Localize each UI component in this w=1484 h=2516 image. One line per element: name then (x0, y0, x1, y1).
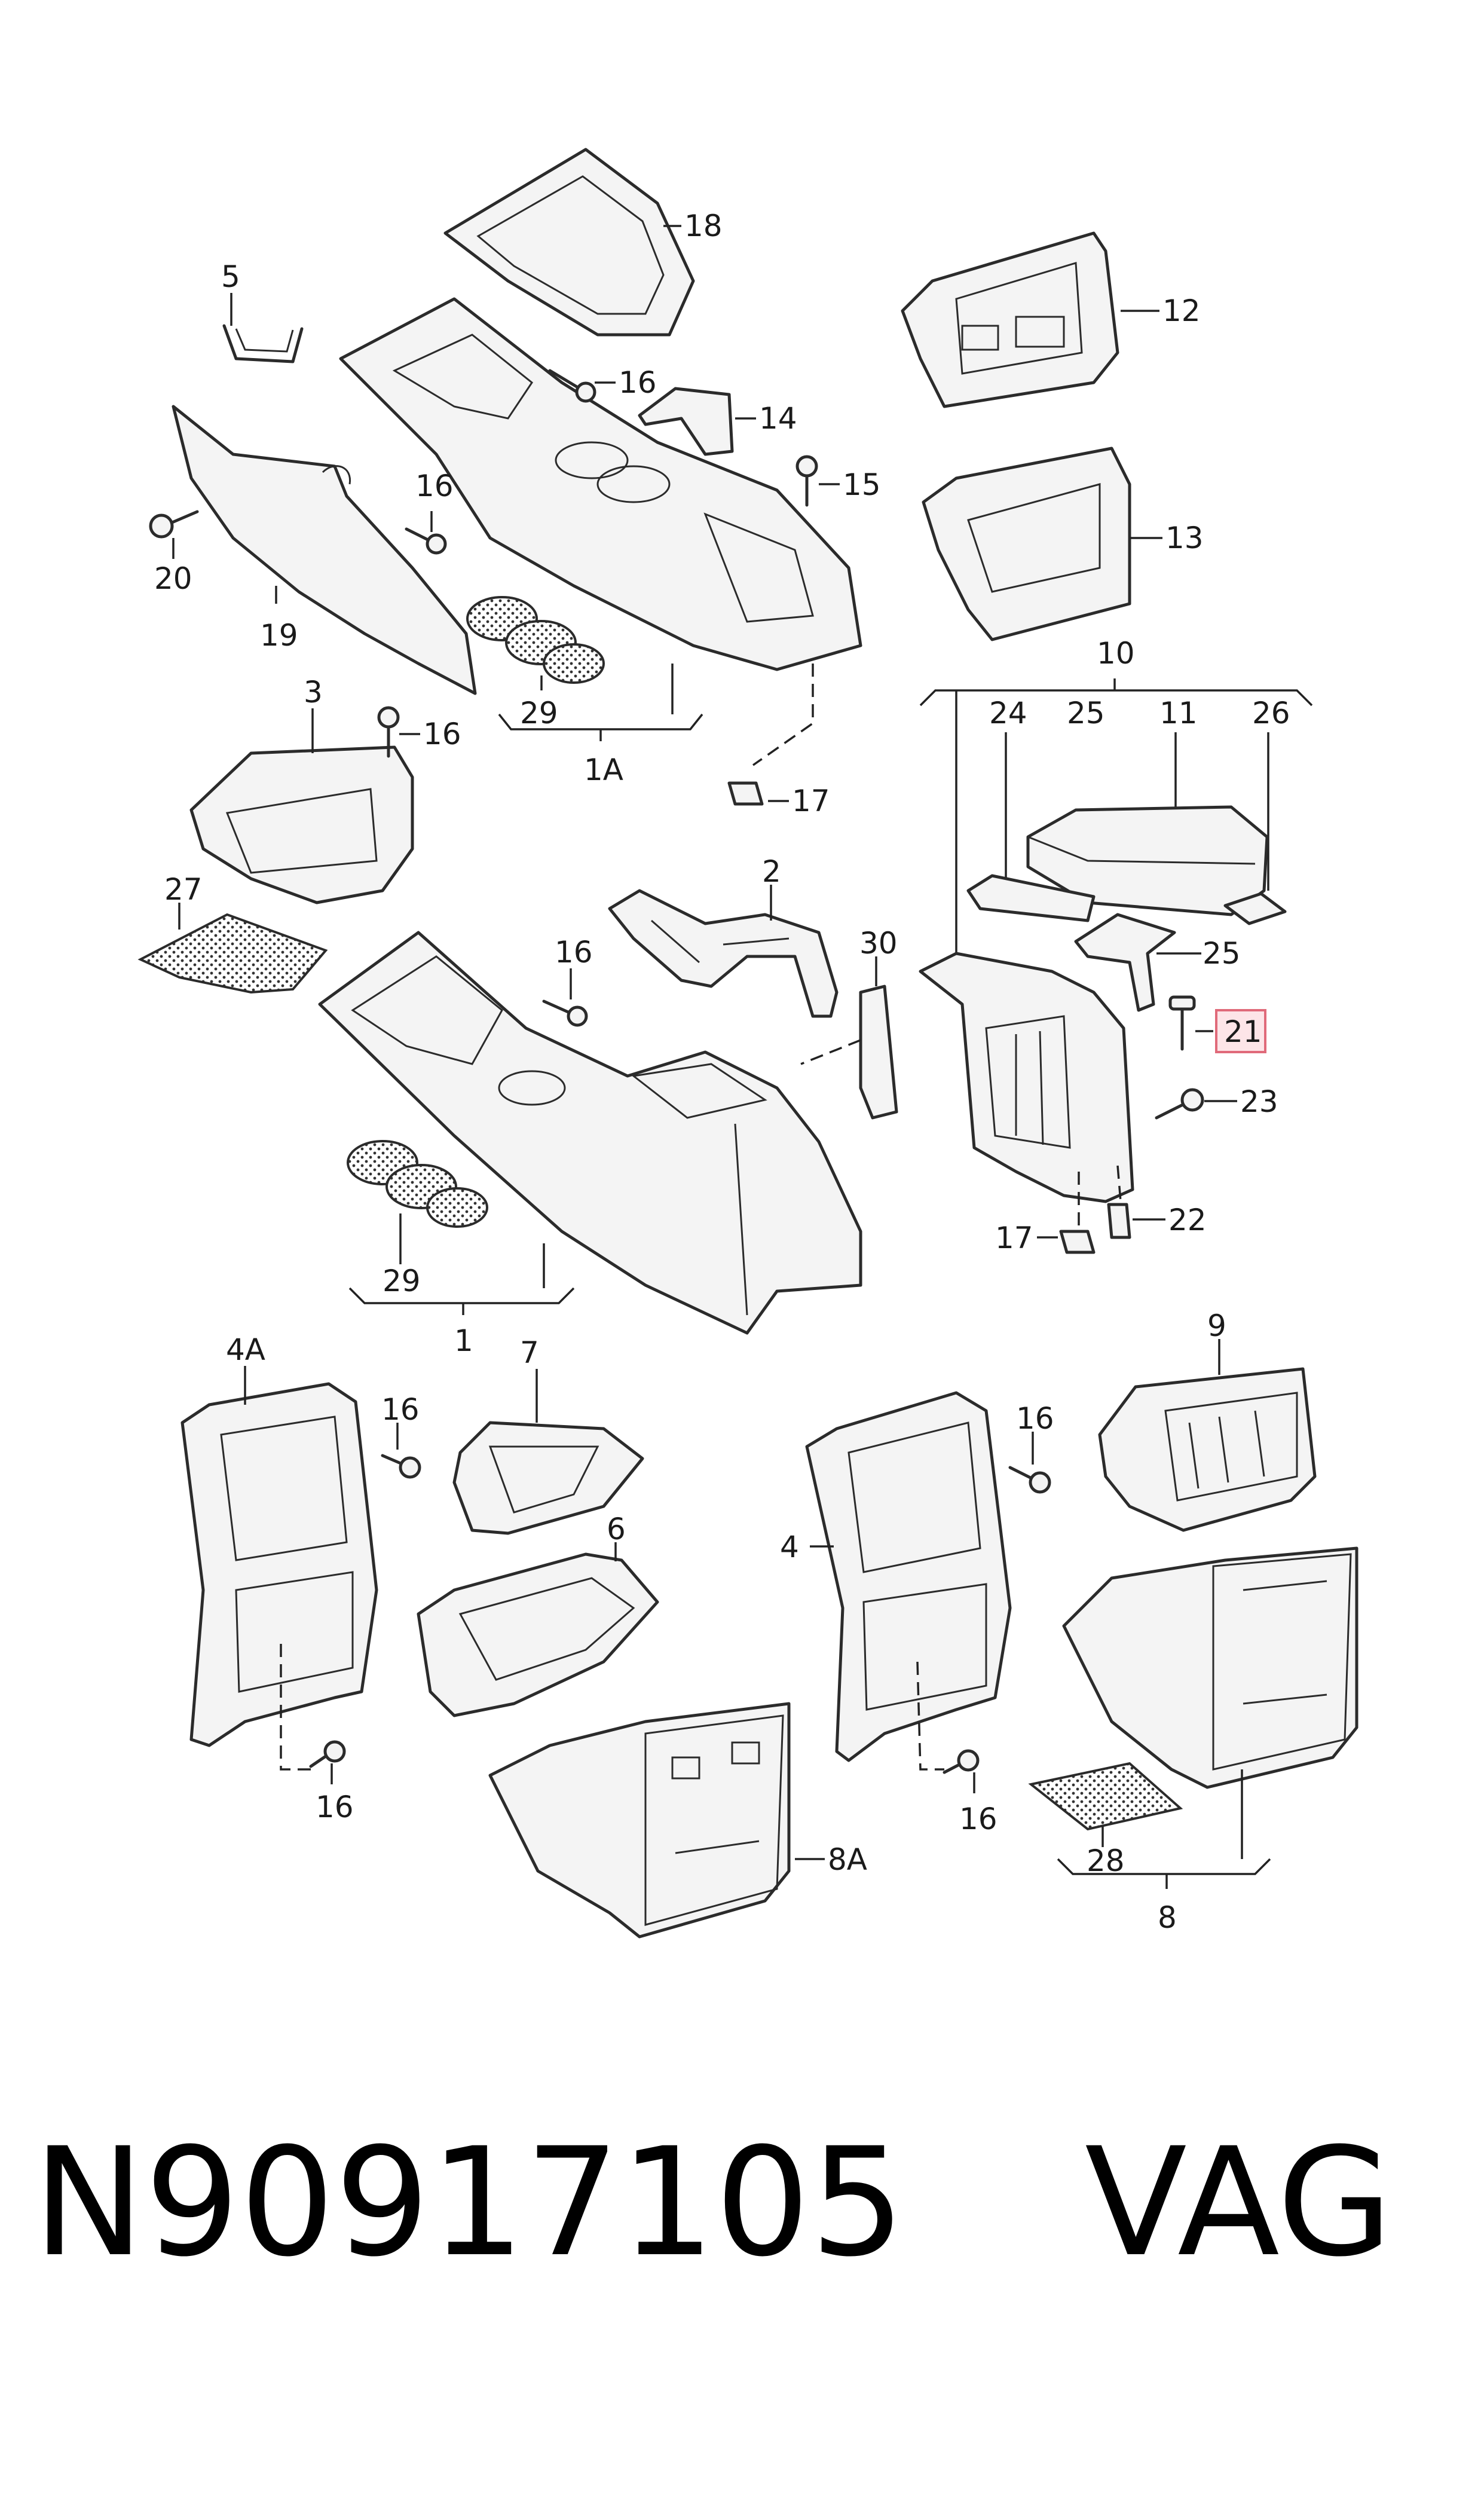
part-7-small-tray (452, 1421, 644, 1535)
part-30-clip-bar (859, 985, 898, 1120)
part-8-drawer (1062, 1546, 1358, 1789)
callout-9: 9 (1207, 1309, 1226, 1343)
callout-29-upper: 29 (520, 696, 558, 730)
callout-26: 26 (1252, 696, 1290, 730)
callout-16-4-bottom: 16 (959, 1802, 998, 1836)
part-29-mats-lower (347, 1140, 488, 1228)
callout-4: 4 (780, 1530, 799, 1564)
part-number-label: N90917105 (33, 2115, 905, 2289)
callout-16-4A-bottom: 16 (316, 1790, 354, 1824)
callout-6: 6 (607, 1512, 626, 1546)
callout-19: 19 (260, 618, 298, 653)
part-4A-rear-frame (180, 1382, 378, 1747)
callout-8A: 8A (828, 1842, 867, 1877)
armrest-mechanism (919, 952, 1134, 1203)
callout-16-storage: 16 (423, 717, 461, 751)
callout-30: 30 (859, 926, 898, 961)
screw-16-storage-icon (377, 706, 400, 758)
callout-16-upper: 16 (619, 365, 657, 400)
callout-17-mid: 17 (995, 1221, 1033, 1255)
callout-17-upper: 17 (792, 784, 830, 818)
part-1-lower-console (318, 931, 862, 1335)
callout-8: 8 (1158, 1900, 1177, 1935)
callout-1: 1 (454, 1323, 473, 1358)
part-11-armrest-lid (1026, 805, 1269, 916)
part-18-trim-cover (443, 148, 695, 337)
part-9-rear-vent (1098, 1367, 1317, 1532)
callout-22: 22 (1168, 1203, 1207, 1237)
part-4-rear-frame (805, 1391, 1012, 1762)
screw-20-icon (149, 510, 199, 539)
part-2-cable-duct (608, 889, 839, 1018)
callout-23: 23 (1240, 1084, 1278, 1119)
part-1A-upper-console (339, 297, 862, 671)
callout-1A: 1A (584, 753, 623, 787)
callout-25-lower: 25 (1203, 936, 1241, 971)
screw-16-upper-icon (548, 369, 596, 403)
clip-22-icon (1107, 1203, 1131, 1239)
callout-16-panel: 16 (415, 469, 454, 503)
callout-21: 21 (1224, 1014, 1262, 1049)
callout-18: 18 (684, 209, 723, 243)
part-5-bracket (222, 324, 304, 363)
part-26-cover (1223, 892, 1287, 925)
callout-27: 27 (164, 872, 203, 907)
callout-13: 13 (1165, 521, 1204, 555)
screw-16-panel-icon (405, 527, 447, 555)
part-27-mat (137, 913, 328, 994)
part-13-tray-insert (922, 447, 1131, 641)
callout-25-top: 25 (1067, 696, 1105, 730)
part-25-bracket (1074, 913, 1176, 1012)
part-19-side-panel (172, 405, 477, 695)
screw-16-4A-bottom-icon (309, 1740, 346, 1768)
callout-28: 28 (1087, 1844, 1125, 1878)
callout-12: 12 (1162, 294, 1201, 328)
callout-11: 11 (1159, 696, 1198, 730)
callout-2: 2 (762, 854, 781, 889)
callout-20: 20 (154, 561, 192, 596)
screw-16-4-icon (1008, 1466, 1051, 1494)
part-14-clip (638, 387, 734, 456)
screw-16-lower-icon (542, 999, 588, 1027)
part-24-trim-strip (966, 874, 1096, 922)
clip-17-upper-icon (727, 781, 764, 806)
callout-4A: 4A (226, 1332, 265, 1367)
screw-16-4A-icon (381, 1454, 421, 1479)
part-8A-drawer (488, 1702, 791, 1939)
callout-29-lower: 29 (383, 1264, 421, 1298)
callout-5: 5 (221, 259, 240, 294)
callout-24: 24 (989, 696, 1027, 730)
screw-23-icon (1155, 1088, 1204, 1120)
callout-16-4A-top: 16 (381, 1392, 420, 1427)
screw-21-icon (1168, 995, 1196, 1051)
callout-15: 15 (843, 467, 881, 502)
callout-16-4-top: 16 (1016, 1401, 1054, 1436)
part-6-large-tray (417, 1552, 659, 1717)
part-29-mats-upper (466, 596, 605, 684)
clip-17-mid-icon (1059, 1230, 1096, 1254)
callout-3: 3 (304, 675, 323, 710)
callout-16-lower: 16 (555, 935, 593, 970)
callout-7: 7 (520, 1335, 539, 1370)
callout-14: 14 (759, 401, 797, 436)
callout-21-highlight (1215, 1009, 1266, 1053)
screw-16-4-bottom-icon (943, 1749, 980, 1774)
callout-10: 10 (1097, 636, 1135, 671)
part-28-mat (1028, 1762, 1183, 1831)
screw-15-icon (795, 455, 818, 507)
part-3-storage-unit (189, 745, 414, 904)
brand-label: VAG (1085, 2115, 1393, 2289)
part-12-trim-bezel (901, 231, 1119, 408)
